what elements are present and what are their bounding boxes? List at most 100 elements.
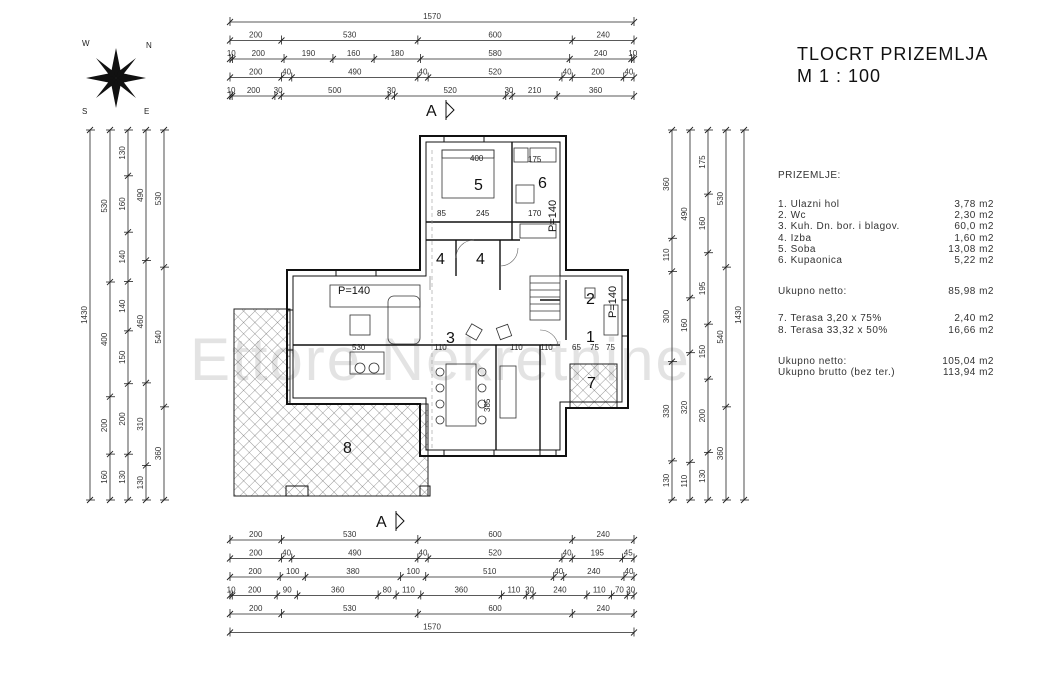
dimension-label: 150 xyxy=(698,344,707,358)
dimension-label: 160 xyxy=(680,318,689,332)
dimension-label: 460 xyxy=(136,314,145,328)
bed xyxy=(441,149,495,199)
dimension-label: 580 xyxy=(488,49,502,58)
dimension-label: 70 xyxy=(615,586,624,595)
dimension-label: 200 xyxy=(118,412,127,426)
dimension-label: 30 xyxy=(274,86,283,95)
dimension-label: 195 xyxy=(591,549,605,558)
dimension-label: 240 xyxy=(594,49,608,58)
compass-east-label: E xyxy=(144,107,149,116)
table xyxy=(349,351,385,375)
dimension-label: 140 xyxy=(118,299,127,313)
dimension-label: 30 xyxy=(626,586,635,595)
terrace-7 xyxy=(569,363,618,409)
compass-south-label: S xyxy=(82,107,87,116)
dimension-label: 520 xyxy=(488,68,502,77)
dimension-label: 520 xyxy=(443,86,457,95)
dimension-label: 1430 xyxy=(734,306,743,324)
svg-text:A: A xyxy=(426,103,437,120)
dimension-label: 40 xyxy=(624,68,633,77)
dimension-label: 200 xyxy=(249,604,263,613)
dimension-label: 300 xyxy=(662,309,671,323)
dimension-label: 10 xyxy=(628,49,637,58)
interior-dim: 400 xyxy=(470,154,484,163)
dimension-label: 360 xyxy=(589,86,603,95)
dimension-label: 150 xyxy=(118,350,127,364)
sofa xyxy=(387,295,421,345)
dimension-label: 130 xyxy=(698,469,707,483)
dimension-label: 80 xyxy=(383,586,392,595)
dimension-label: 190 xyxy=(302,49,316,58)
dimension-label: 490 xyxy=(348,68,362,77)
title-line-1: TLOCRT PRIZEMLJA xyxy=(797,44,989,64)
dimension-label: 240 xyxy=(596,31,610,40)
room-number-2: 2 xyxy=(586,291,595,308)
windows xyxy=(285,135,629,497)
dimension-label: 160 xyxy=(100,470,109,484)
legend-row: 7. Terasa 3,20 x 75%2,40 m2 xyxy=(778,313,994,325)
dimension-label: 200 xyxy=(698,409,707,423)
dimension-label: 30 xyxy=(504,86,513,95)
room-number-8: 8 xyxy=(343,440,352,457)
dimension-label: 330 xyxy=(662,404,671,418)
svg-text:A: A xyxy=(376,514,387,531)
dimension-label: 490 xyxy=(348,549,362,558)
room-numbers: 1 2 3 4 4 5 6 7 8 xyxy=(343,175,596,457)
interior-dim: 110 xyxy=(510,343,523,352)
dimension-label: 40 xyxy=(554,567,563,576)
dimension-label: 360 xyxy=(154,446,163,460)
room-number-4b: 4 xyxy=(436,251,445,268)
dimension-label: 320 xyxy=(680,400,689,414)
dimension-label: 540 xyxy=(154,330,163,344)
compass-north-label-2: N xyxy=(146,41,152,50)
section-marker-top: A xyxy=(426,100,455,120)
dimension-label: 530 xyxy=(343,31,357,40)
dimension-label: 110 xyxy=(680,474,689,487)
parapet-label-2: P=140 xyxy=(547,200,559,232)
legend-net-total-2: Ukupno netto:105,04 m2 xyxy=(778,355,994,367)
interior-dim: 85 xyxy=(437,209,446,218)
dimension-label: 530 xyxy=(100,199,109,213)
dimension-label: 45 xyxy=(624,549,633,558)
dimension-label: 310 xyxy=(136,417,145,431)
wc-basin xyxy=(603,304,619,336)
dimension-label: 200 xyxy=(249,31,263,40)
drawing-title: TLOCRT PRIZEMLJA M 1 : 100 xyxy=(797,43,988,87)
dimension-label: 110 xyxy=(508,586,521,595)
parapet-label-3: P=140 xyxy=(607,286,619,318)
dimension-label: 130 xyxy=(118,146,127,160)
toilet xyxy=(584,287,596,299)
dimension-label: 360 xyxy=(716,446,725,460)
room-number-1: 1 xyxy=(586,329,595,346)
section-marker-bottom: A xyxy=(376,511,405,531)
room-number-5: 5 xyxy=(474,177,483,194)
interior-dim: 385 xyxy=(483,398,492,412)
dining-table xyxy=(445,363,477,427)
dimension-label: 600 xyxy=(488,530,502,539)
dimension-chain-left: 1430530400200160130160140140150200130490… xyxy=(80,126,169,504)
dimension-label: 530 xyxy=(154,191,163,205)
dimension-label: 30 xyxy=(525,586,534,595)
staircase xyxy=(529,275,561,321)
dimension-label: 140 xyxy=(118,250,127,264)
dimension-label: 500 xyxy=(328,86,342,95)
dimension-label: 40 xyxy=(282,68,291,77)
dimension-label: 160 xyxy=(118,197,127,211)
dimension-label: 530 xyxy=(716,191,725,205)
room-number-7: 7 xyxy=(587,375,596,392)
dimension-label: 200 xyxy=(249,68,263,77)
dimension-label: 30 xyxy=(387,86,396,95)
interior-dim: 65 xyxy=(572,343,581,352)
kitchen-island xyxy=(499,365,517,419)
dimension-label: 490 xyxy=(680,207,689,221)
furniture xyxy=(329,147,619,427)
dimension-label: 360 xyxy=(331,586,345,595)
legend-row: 8. Terasa 33,32 x 50%16,66 m2 xyxy=(778,324,994,336)
dimension-label: 40 xyxy=(625,567,634,576)
dimension-label: 160 xyxy=(698,216,707,230)
dimension-label: 40 xyxy=(563,68,572,77)
